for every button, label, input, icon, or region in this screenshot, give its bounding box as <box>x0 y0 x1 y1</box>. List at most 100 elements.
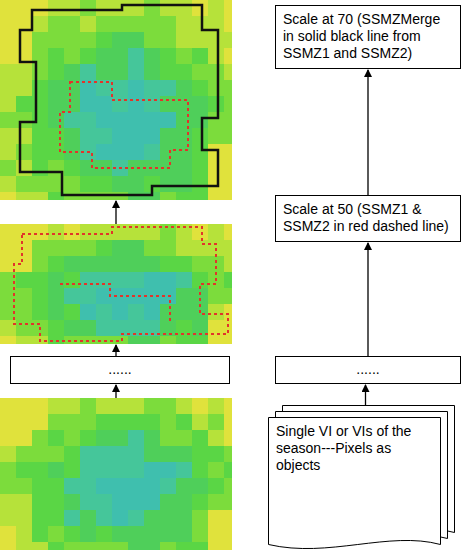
pixel <box>96 96 112 112</box>
pixel <box>224 160 232 176</box>
pixel <box>48 510 64 526</box>
pixel <box>112 414 128 430</box>
pixel <box>128 478 144 494</box>
pixel <box>224 256 232 272</box>
pixel <box>64 64 80 80</box>
pixel <box>96 446 112 462</box>
pixel <box>48 240 64 256</box>
pixel <box>32 16 48 32</box>
pixel <box>64 176 80 192</box>
pixel <box>208 192 224 200</box>
pixel <box>192 336 208 344</box>
pixel <box>224 542 232 550</box>
pixel <box>0 16 16 32</box>
pixel <box>160 48 176 64</box>
pixel <box>64 224 80 240</box>
pixel <box>32 272 48 288</box>
pixel <box>64 414 80 430</box>
pixel <box>32 288 48 304</box>
pixel <box>48 80 64 96</box>
pixel <box>96 414 112 430</box>
pixel <box>224 192 232 200</box>
pixel <box>64 494 80 510</box>
pixel <box>160 128 176 144</box>
pixel <box>16 224 32 240</box>
pixel <box>192 256 208 272</box>
pixel <box>32 240 48 256</box>
pixel <box>64 128 80 144</box>
pixel <box>160 272 176 288</box>
pixel <box>48 478 64 494</box>
pixel <box>96 240 112 256</box>
pixel <box>0 160 16 176</box>
pixel <box>16 272 32 288</box>
pixel <box>112 144 128 160</box>
pixel <box>16 32 32 48</box>
pixel <box>0 542 16 550</box>
pixel <box>224 16 232 32</box>
pixel <box>160 494 176 510</box>
pixel <box>160 32 176 48</box>
pixel <box>224 128 232 144</box>
pixel <box>176 192 192 200</box>
pixel <box>112 112 128 128</box>
pixel <box>0 240 16 256</box>
pixel <box>176 304 192 320</box>
pixel <box>208 256 224 272</box>
pixel <box>192 192 208 200</box>
pixel <box>128 336 144 344</box>
pixel <box>64 112 80 128</box>
pixel <box>144 112 160 128</box>
pixel <box>144 510 160 526</box>
pixel <box>96 112 112 128</box>
pixel <box>176 494 192 510</box>
pixel <box>16 304 32 320</box>
pixel <box>96 80 112 96</box>
pixel <box>176 0 192 16</box>
arrow <box>115 385 116 398</box>
pixel <box>112 430 128 446</box>
pixel <box>80 320 96 336</box>
pixel <box>208 336 224 344</box>
pixel <box>16 414 32 430</box>
pixel <box>144 494 160 510</box>
red-dashed-boundary <box>60 82 188 168</box>
pixel <box>16 336 32 344</box>
pixel <box>128 128 144 144</box>
pixel <box>128 240 144 256</box>
pixel <box>128 542 144 550</box>
pixel <box>32 112 48 128</box>
pixel <box>16 446 32 462</box>
pixel <box>176 80 192 96</box>
pixel <box>16 128 32 144</box>
pixel <box>0 414 16 430</box>
pixel <box>144 48 160 64</box>
pixel <box>32 304 48 320</box>
pixel <box>96 32 112 48</box>
pixel <box>64 336 80 344</box>
pixel <box>160 96 176 112</box>
pixel <box>16 526 32 542</box>
pixel <box>160 478 176 494</box>
pixel <box>112 64 128 80</box>
pixel <box>128 256 144 272</box>
pixel <box>176 160 192 176</box>
pixel <box>0 176 16 192</box>
pixel <box>176 112 192 128</box>
pixel <box>80 478 96 494</box>
pixel <box>176 144 192 160</box>
pixel <box>32 462 48 478</box>
pixel <box>224 144 232 160</box>
pixel <box>128 430 144 446</box>
pixel <box>96 320 112 336</box>
pixel <box>80 526 96 542</box>
pixel <box>0 224 16 240</box>
pixel <box>224 80 232 96</box>
pixel <box>64 320 80 336</box>
pixel <box>16 80 32 96</box>
pixel <box>96 224 112 240</box>
pixel <box>32 176 48 192</box>
node-text: ...... <box>18 362 222 376</box>
pixel <box>192 112 208 128</box>
